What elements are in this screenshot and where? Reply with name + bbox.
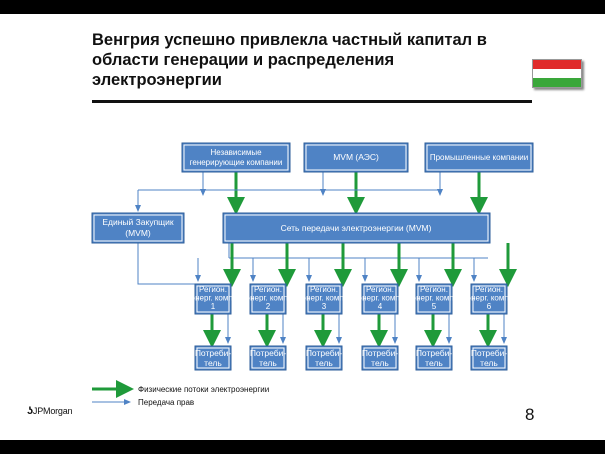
consumer-box-5: Потреби-тель bbox=[415, 345, 453, 371]
single-buyer-label-2: (MVM) bbox=[125, 228, 151, 238]
bottom-band bbox=[0, 440, 605, 454]
regional-company-label: 2 bbox=[266, 302, 271, 311]
industrial-companies-label: Промышленные компании bbox=[430, 153, 528, 162]
regional-company-label: Регион. bbox=[366, 285, 394, 294]
regional-company-label: 6 bbox=[487, 302, 492, 311]
regional-company-box-5: Регион.энерг. комп.5 bbox=[412, 283, 456, 315]
regional-company-label: энерг. комп. bbox=[191, 294, 235, 303]
regional-company-label: энерг. комп. bbox=[302, 294, 346, 303]
single-buyer-label-1: Единый Закупщик bbox=[102, 217, 174, 227]
consumer-label: Потреби- bbox=[362, 348, 399, 358]
legend-physical-label: Физические потоки электроэнергии bbox=[138, 385, 270, 394]
consumer-box-2: Потреби-тель bbox=[249, 345, 287, 371]
independent-gen-label-1: Независимые bbox=[210, 148, 262, 157]
regional-company-box-1: Регион.энерг. комп.1 bbox=[191, 283, 235, 315]
consumer-box-4: Потреби-тель bbox=[361, 345, 399, 371]
jpmorgan-mark-icon: ʖ bbox=[27, 405, 33, 417]
consumer-label: тель bbox=[425, 358, 443, 368]
logo-text: JPMorgan bbox=[32, 406, 73, 416]
regional-company-label: Регион. bbox=[310, 285, 338, 294]
jpmorgan-logo: ʖJPMorgan bbox=[27, 405, 73, 417]
flag-stripe-green bbox=[533, 78, 581, 87]
consumer-label: Потреби- bbox=[416, 348, 453, 358]
hungary-flag-icon bbox=[532, 59, 582, 88]
independent-gen-box: Независимые генерирующие компании bbox=[181, 142, 291, 173]
consumer-box-1: Потреби-тель bbox=[194, 345, 232, 371]
consumer-label: тель bbox=[480, 358, 498, 368]
top-band bbox=[0, 0, 605, 14]
consumer-label: Потреби- bbox=[250, 348, 287, 358]
regional-company-label: 1 bbox=[211, 302, 216, 311]
consumers-row: Потреби-тельПотреби-тельПотреби-тельПотр… bbox=[194, 345, 508, 371]
consumer-label: тель bbox=[204, 358, 222, 368]
independent-gen-label-2: генерирующие компании bbox=[190, 158, 283, 167]
regional-company-box-4: Регион.энерг. комп.4 bbox=[358, 283, 402, 315]
flag-stripe-red bbox=[533, 60, 581, 69]
connectors bbox=[135, 172, 517, 348]
regional-company-label: 4 bbox=[378, 302, 383, 311]
transmission-grid-label: Сеть передачи электроэнергии (MVM) bbox=[281, 223, 432, 233]
single-buyer-rights-line bbox=[137, 243, 218, 285]
regional-company-label: Регион. bbox=[475, 285, 503, 294]
regional-company-box-3: Регион.энерг. комп.3 bbox=[302, 283, 346, 315]
flag-stripe-white bbox=[533, 69, 581, 78]
mvm-npp-label: MVM (АЭС) bbox=[333, 152, 379, 162]
regional-company-label: 3 bbox=[322, 302, 327, 311]
regional-company-label: энерг. комп. bbox=[246, 294, 290, 303]
regional-company-label: энерг. комп. bbox=[358, 294, 402, 303]
consumer-label: тель bbox=[259, 358, 277, 368]
consumer-box-6: Потреби-тель bbox=[470, 345, 508, 371]
single-buyer-box: Единый Закупщик (MVM) bbox=[91, 212, 185, 244]
transmission-grid-box: Сеть передачи электроэнергии (MVM) bbox=[222, 212, 491, 244]
title-rule bbox=[92, 100, 532, 103]
regional-company-label: Регион. bbox=[199, 285, 227, 294]
legend-rights-label: Передача прав bbox=[138, 398, 195, 407]
regional-company-label: 5 bbox=[432, 302, 437, 311]
regional-company-label: Регион. bbox=[420, 285, 448, 294]
consumer-label: Потреби- bbox=[306, 348, 343, 358]
mvm-npp-box: MVM (АЭС) bbox=[303, 142, 409, 173]
consumer-box-3: Потреби-тель bbox=[305, 345, 343, 371]
consumer-label: тель bbox=[315, 358, 333, 368]
regional-company-box-2: Регион.энерг. комп.2 bbox=[246, 283, 290, 315]
slide-title: Венгрия успешно привлекла частный капита… bbox=[92, 31, 487, 89]
regional-company-box-6: Регион.энерг. комп.6 bbox=[467, 283, 511, 315]
page-number: 8 bbox=[525, 405, 535, 424]
regional-company-label: энерг. комп. bbox=[467, 294, 511, 303]
regional-company-label: энерг. комп. bbox=[412, 294, 456, 303]
industrial-companies-box: Промышленные компании bbox=[424, 142, 534, 173]
regional-company-label: Регион. bbox=[254, 285, 282, 294]
consumer-label: тель bbox=[371, 358, 389, 368]
consumer-label: Потреби- bbox=[195, 348, 232, 358]
consumer-label: Потреби- bbox=[471, 348, 508, 358]
